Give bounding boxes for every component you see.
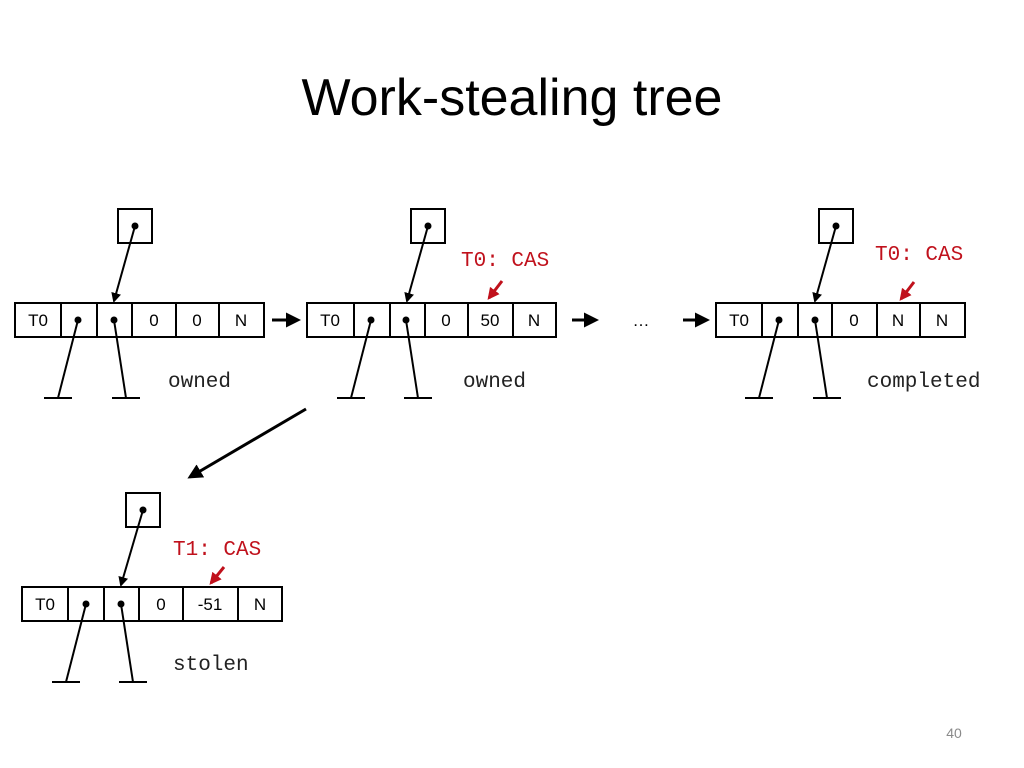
node-cell-start-text: 0 [441,311,450,330]
parent-link-arrow [812,225,837,303]
cas-arrow [487,280,504,300]
node-cell-owner-text: T0 [28,311,48,330]
node-cell-start-text: 0 [849,311,858,330]
parent-link-arrow [404,225,429,303]
node-cell-owner [715,302,763,338]
node-cell-start-text: 0 [149,311,158,330]
node-cell-until [919,302,966,338]
node-state-label: completed [867,371,980,394]
cas-label: T0: CAS [875,244,963,267]
node-cell-progress [182,586,239,622]
node-cell-start [131,302,177,338]
node-cell-until-text: N [528,311,540,330]
node-cell-progress [175,302,220,338]
page-number: 40 [946,725,962,741]
left-child-null-link [57,319,79,399]
steal-arrow [187,407,307,479]
left-child-null-link [65,603,87,683]
tree-node-owned-initial: T0 0 0 N owned [14,208,265,399]
left-child-null-link [350,319,372,399]
cas-label: T1: CAS [173,539,261,562]
right-child-null-link [113,319,127,399]
node-cell-owner [306,302,355,338]
node-cell-owner-text: T0 [35,595,55,614]
node-cell-until-text: N [254,595,266,614]
node-state-label: owned [168,371,231,394]
cas-arrow [899,281,916,301]
cas-label: T0: CAS [461,250,549,273]
slide-title: Work-stealing tree [302,69,723,127]
node-cell-progress-text: 50 [481,311,500,330]
node-cell-start [831,302,878,338]
node-cell-progress-text: 0 [192,311,201,330]
node-cell-start-text: 0 [156,595,165,614]
node-state-label: owned [463,371,526,394]
node-cell-right-child-pointer [96,302,133,338]
node-cell-until [237,586,283,622]
cas-arrow [209,566,226,585]
node-cell-until-text: N [235,311,247,330]
node-cell-until [512,302,557,338]
node-cell-owner-text: T0 [729,311,749,330]
node-cell-progress-text: -51 [198,595,223,614]
node-cell-until [218,302,265,338]
tree-node-completed: T0 0 N N T0: CAS completed [715,208,980,399]
tree-node-owned-progress: T0 0 50 N T0: CAS owned [306,208,557,399]
node-cell-owner [14,302,62,338]
right-child-null-link [814,319,828,399]
right-child-null-link [405,319,419,399]
parent-link-arrow [118,509,144,587]
node-cell-progress [876,302,921,338]
node-cell-progress-text: N [892,311,904,330]
node-cell-progress [467,302,514,338]
parent-box [117,208,153,244]
node-state-label: stolen [173,654,249,677]
node-cell-start [138,586,184,622]
left-child-null-link [758,319,780,399]
ellipsis: … [633,311,650,330]
right-child-null-link [120,603,134,683]
parent-link-arrow [111,225,136,303]
node-cell-owner-text: T0 [320,311,340,330]
node-cell-until-text: N [936,311,948,330]
tree-node-stolen: T0 0 -51 N T1: CAS stolen [21,492,283,683]
